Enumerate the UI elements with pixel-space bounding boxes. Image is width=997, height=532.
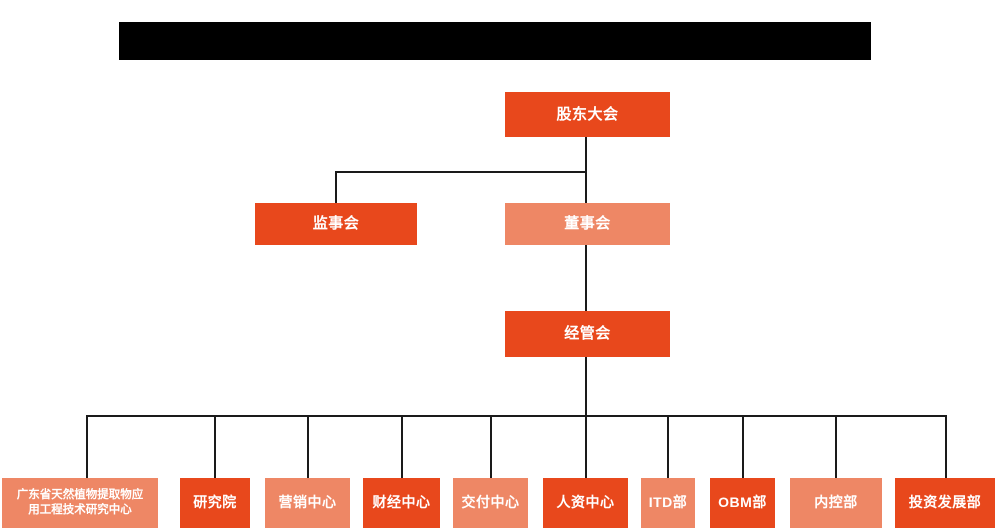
node-dept-internal-control-label: 内控部 [814,494,858,511]
node-board-of-directors[interactable]: 董事会 [505,203,670,245]
connector-drop-research [214,415,216,478]
node-dept-internal-control[interactable]: 内控部 [790,478,882,528]
node-dept-investment-development[interactable]: 投资发展部 [895,478,995,528]
node-dept-gd-research-center[interactable]: 广东省天然植物提取物应 用工程技术研究中心 [2,478,158,528]
node-dept-hr-center-label: 人资中心 [556,494,615,511]
node-dept-gd-research-center-label-line2: 用工程技术研究中心 [28,504,132,516]
node-dept-marketing-center-label: 营销中心 [278,494,337,511]
node-dept-delivery-center-label: 交付中心 [461,494,520,511]
node-dept-itd-label: ITD部 [648,494,688,511]
node-dept-research-institute-label: 研究院 [193,494,237,511]
node-dept-investment-development-label: 投资发展部 [908,494,982,511]
connector-drop-finance [401,415,403,478]
node-dept-gd-research-center-label-line1: 广东省天然植物提取物应 [16,489,144,502]
node-dept-marketing-center[interactable]: 营销中心 [265,478,350,528]
node-management-committee-label: 经管会 [564,325,611,343]
node-management-committee[interactable]: 经管会 [505,311,670,357]
node-dept-hr-center[interactable]: 人资中心 [543,478,628,528]
node-supervisory-board-label: 监事会 [312,215,360,233]
connector-drop-obm [742,415,744,478]
connector-management-to-bus [585,357,587,416]
connector-drop-internal [835,415,837,478]
node-dept-itd[interactable]: ITD部 [641,478,695,528]
node-supervisory-board[interactable]: 监事会 [255,203,417,245]
node-dept-finance-center-label: 财经中心 [372,494,431,511]
node-board-of-directors-label: 董事会 [564,215,611,233]
connector-to-supervisory [335,171,337,203]
connector-to-board [585,171,587,203]
connector-drop-itd [667,415,669,478]
connector-split-row2 [335,171,587,173]
connector-drop-investment [945,415,947,478]
connector-department-bus [86,415,946,417]
connector-drop-marketing [307,415,309,478]
connector-board-to-management [585,245,587,312]
node-shareholders-meeting[interactable]: 股东大会 [505,92,670,137]
node-dept-obm[interactable]: OBM部 [710,478,775,528]
node-dept-finance-center[interactable]: 财经中心 [363,478,440,528]
node-dept-obm-label: OBM部 [718,494,767,511]
connector-drop-gd-center [86,415,88,478]
node-dept-delivery-center[interactable]: 交付中心 [453,478,528,528]
connector-drop-delivery [490,415,492,478]
redacted-title-bar [119,22,871,60]
node-dept-research-institute[interactable]: 研究院 [180,478,250,528]
connector-drop-hr [585,415,587,478]
node-shareholders-meeting-label: 股东大会 [556,105,619,123]
connector-shareholders-down [585,137,587,173]
